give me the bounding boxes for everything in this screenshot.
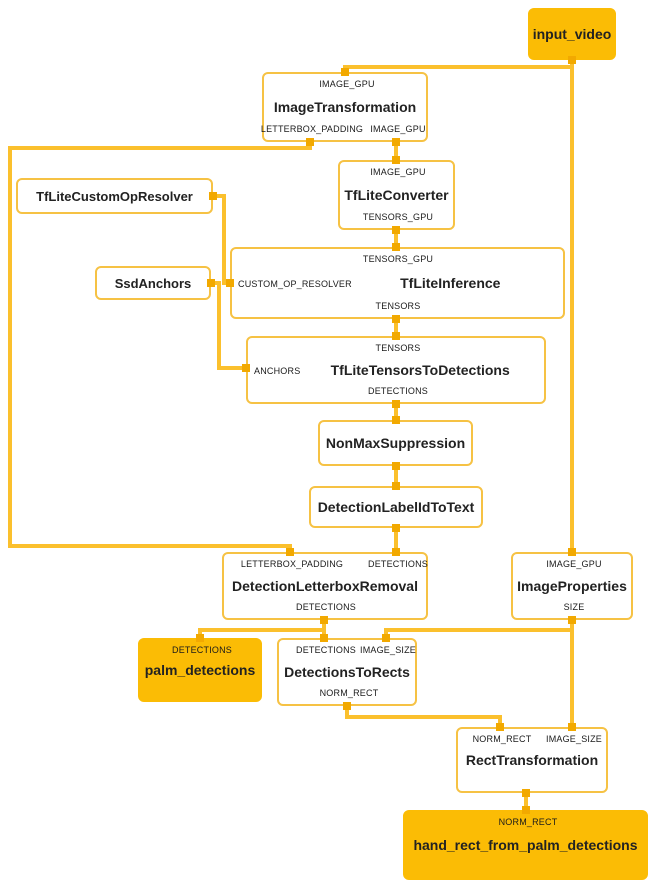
node-title: hand_rect_from_palm_detections xyxy=(413,837,638,853)
port-stub xyxy=(392,482,400,490)
port-stub xyxy=(392,243,400,251)
node-title: palm_detections xyxy=(144,662,256,678)
port-stub xyxy=(392,332,400,340)
port-label-out: NORM_RECT xyxy=(319,688,379,698)
node-title: NonMaxSuppression xyxy=(325,435,466,451)
node-title: TfLiteInference xyxy=(400,275,501,291)
node-title: TfLiteConverter xyxy=(344,187,449,203)
node-DetectionLetterboxRemoval[interactable]: LETTERBOX_PADDING DETECTIONS DetectionLett… xyxy=(222,552,428,620)
node-title: ImageTransformation xyxy=(273,99,417,115)
port-stub xyxy=(568,723,576,731)
port-stub xyxy=(320,616,328,624)
node-SsdAnchors[interactable]: SsdAnchors xyxy=(95,266,211,300)
edge xyxy=(343,60,574,72)
port-label-out: TENSORS_GPU xyxy=(362,212,434,222)
port-label-in: LETTERBOX_PADDING xyxy=(240,559,344,569)
port-stub xyxy=(392,400,400,408)
port-label-in: DETECTIONS xyxy=(171,645,233,655)
port-label-in: IMAGE_SIZE xyxy=(545,734,603,744)
port-stub xyxy=(392,462,400,470)
port-stub xyxy=(392,524,400,532)
port-stub xyxy=(392,416,400,424)
port-label-in: IMAGE_GPU xyxy=(370,167,426,177)
port-stub xyxy=(209,192,217,200)
port-label-in: ANCHORS xyxy=(254,366,301,376)
node-NonMaxSuppression[interactable]: NonMaxSuppression xyxy=(318,420,473,466)
port-stub xyxy=(382,634,390,642)
node-input_video[interactable]: input_video xyxy=(528,8,616,60)
port-stub xyxy=(343,702,351,710)
port-label-in: CUSTOM_OP_RESOLVER xyxy=(238,279,352,289)
port-label-out: SIZE xyxy=(563,602,585,612)
edge xyxy=(198,620,326,638)
port-stub xyxy=(522,789,530,797)
port-label-out: LETTERBOX_PADDING xyxy=(260,124,364,134)
port-stub xyxy=(207,279,215,287)
edge xyxy=(345,706,502,727)
port-stub xyxy=(496,723,504,731)
port-stub xyxy=(320,634,328,642)
port-label-in: NORM_RECT xyxy=(498,817,558,827)
node-title: ImageProperties xyxy=(517,578,627,594)
port-label-out: DETECTIONS xyxy=(295,602,357,612)
port-label-out: TENSORS xyxy=(375,301,421,311)
port-stub xyxy=(392,138,400,146)
node-title: RectTransformation xyxy=(465,752,599,768)
port-stub xyxy=(341,68,349,76)
port-label-in: IMAGE_GPU xyxy=(319,79,375,89)
port-stub xyxy=(306,138,314,146)
port-stub xyxy=(568,56,576,64)
port-label-in: NORM_RECT xyxy=(472,734,532,744)
port-stub xyxy=(392,315,400,323)
node-hand_rect_from_palm_detections[interactable]: NORM_RECT hand_rect_from_palm_detections xyxy=(403,810,648,880)
node-title: DetectionLetterboxRemoval xyxy=(232,578,418,594)
port-stub xyxy=(522,806,530,814)
node-title: input_video xyxy=(532,26,612,42)
node-palm_detections[interactable]: DETECTIONS palm_detections xyxy=(138,638,262,702)
port-stub xyxy=(568,616,576,624)
port-label-in: DETECTIONS xyxy=(367,559,429,569)
node-title: TfLiteTensorsToDetections xyxy=(330,362,510,378)
port-stub xyxy=(226,279,234,287)
node-TfLiteCustomOpResolver[interactable]: TfLiteCustomOpResolver xyxy=(16,178,213,214)
node-TfLiteInference[interactable]: TENSORS_GPU CUSTOM_OP_RESOLVER TfLiteInfer… xyxy=(230,247,565,319)
port-label-out: DETECTIONS xyxy=(367,386,429,396)
node-title: DetectionLabelIdToText xyxy=(317,499,475,515)
node-title: DetectionsToRects xyxy=(284,664,410,680)
port-label-in: TENSORS xyxy=(375,343,421,353)
port-stub xyxy=(392,156,400,164)
port-stub xyxy=(242,364,250,372)
node-RectTransformation[interactable]: NORM_RECT IMAGE_SIZE RectTransformation xyxy=(456,727,608,793)
node-DetectionLabelIdToText[interactable]: DetectionLabelIdToText xyxy=(309,486,483,528)
edge xyxy=(211,281,251,370)
node-title: SsdAnchors xyxy=(114,275,192,291)
port-label-in: DETECTIONS xyxy=(295,645,357,655)
port-label-in: IMAGE_SIZE xyxy=(359,645,417,655)
port-stub xyxy=(568,548,576,556)
node-title: TfLiteCustomOpResolver xyxy=(36,188,193,204)
port-stub xyxy=(392,548,400,556)
port-label-out: IMAGE_GPU xyxy=(370,124,426,134)
edge xyxy=(8,142,312,552)
port-label-in: IMAGE_GPU xyxy=(546,559,602,569)
port-label-in: TENSORS_GPU xyxy=(362,254,434,264)
port-stub xyxy=(286,548,294,556)
port-stub xyxy=(392,226,400,234)
edge xyxy=(384,620,574,638)
port-stub xyxy=(196,634,204,642)
